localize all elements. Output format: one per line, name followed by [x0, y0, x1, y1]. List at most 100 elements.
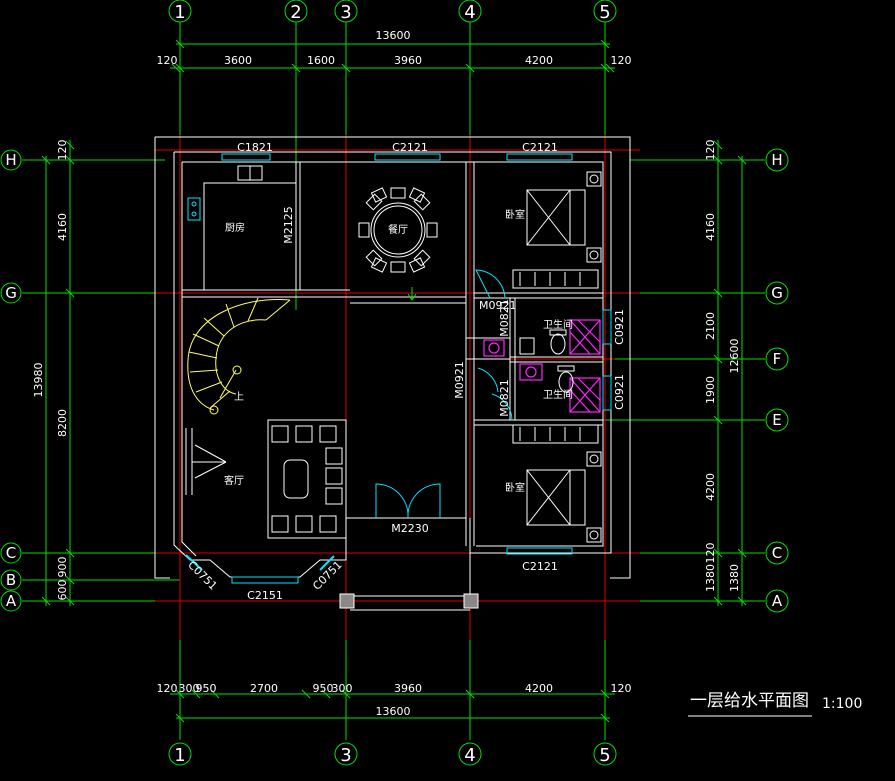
window-bay-front — [231, 576, 299, 584]
top-dim-seg-2: 1600 — [307, 54, 335, 67]
axis-bubble-bottom-1: 1 — [168, 742, 192, 766]
right-dim-seg-5: 120 — [704, 543, 717, 564]
left-dim-seg-3: 900 — [56, 557, 69, 578]
bottom-dim-seg-1: 300 — [179, 682, 200, 695]
wardrobe-north — [512, 269, 599, 289]
svg-text:G: G — [5, 284, 17, 302]
axis-bubble-top-1: 1 — [168, 0, 192, 23]
column-porch-right — [463, 593, 479, 609]
door-entrance-right — [407, 483, 441, 519]
stove-icon — [187, 197, 201, 221]
riser-marker — [407, 287, 417, 301]
axis-bubble-left-A: A — [0, 590, 22, 612]
sofa-set — [267, 419, 347, 539]
axis-bubble-top-2: 2 — [284, 0, 308, 23]
columns — [339, 593, 479, 609]
window-bedroom-north — [506, 153, 573, 161]
door-bath-lower-b — [491, 393, 513, 421]
svg-text:H: H — [771, 151, 782, 169]
svg-text:1: 1 — [174, 745, 185, 766]
axis-bubble-bottom-3: 3 — [334, 742, 358, 766]
left-dim-seg-2: 8200 — [56, 409, 69, 437]
title-scale: 1:100 — [822, 696, 862, 712]
window-bath-upper — [602, 309, 612, 345]
svg-text:E: E — [772, 411, 781, 429]
bottom-dim-total: 13600 — [376, 705, 411, 718]
plumbing-fixtures — [483, 319, 601, 413]
shower-upper-icon — [569, 319, 601, 355]
right-dim-seg-4: 4200 — [704, 473, 717, 501]
svg-text:G: G — [771, 284, 783, 302]
axis-bubble-right-E: E — [765, 408, 789, 432]
svg-text:A: A — [772, 592, 783, 610]
label-door-entrance: M2230 — [391, 522, 429, 535]
window-bath-lower — [602, 375, 612, 411]
axis-bubble-top-5: 5 — [593, 0, 617, 23]
right-dim-seg-1: 4160 — [704, 213, 717, 241]
axis-bubble-bottom-5: 5 — [593, 742, 617, 766]
window-bedroom-south — [506, 547, 573, 555]
doors — [375, 269, 513, 519]
svg-text:C: C — [6, 544, 16, 562]
label-window-bedroom-north: C2121 — [522, 141, 558, 154]
toilet-lower-icon — [558, 371, 574, 393]
axis-bubble-right-F: F — [765, 347, 789, 371]
left-dim-seg-1: 4160 — [56, 213, 69, 241]
left-dim-total: 13980 — [32, 363, 45, 398]
right-dim-seg-7: 1380 — [728, 564, 741, 592]
basin-lower-icon — [519, 363, 543, 381]
kitchen-counter — [203, 182, 297, 291]
toilets — [519, 329, 575, 393]
label-window-bath-lower: C0921 — [613, 374, 626, 410]
room-label-kitchen: 厨房 — [225, 221, 245, 234]
stair-arrow — [219, 369, 237, 399]
door-bath-lower — [477, 367, 499, 393]
axis-bubble-top-3: 3 — [334, 0, 358, 23]
right-dim-seg-6: 1380 — [704, 564, 717, 592]
top-dim-seg-5: 120 — [611, 54, 632, 67]
label-door-hall-c: M0921 — [453, 361, 466, 399]
axis-bubble-left-C: C — [0, 542, 22, 564]
axis-bubbles-top: 1 2 3 4 5 — [168, 0, 617, 23]
entrance-porch — [345, 517, 471, 611]
room-label-bedroom-south: 卧室 — [505, 481, 525, 494]
right-dimensions — [713, 140, 747, 606]
bedroom-south-furniture — [512, 424, 602, 543]
window-kitchen — [221, 153, 271, 161]
svg-text:3: 3 — [340, 2, 351, 23]
red-lines — [155, 135, 640, 640]
room-label-living: 客厅 — [224, 474, 244, 487]
label-window-bath-upper: C0921 — [613, 309, 626, 345]
axis-bubble-left-B: B — [0, 569, 22, 591]
stair-outer-arc — [187, 299, 291, 411]
svg-text:H: H — [5, 151, 16, 169]
bed-south — [526, 469, 586, 526]
dining-table — [358, 187, 438, 273]
right-dim-seg-0: 120 — [704, 140, 717, 161]
svg-text:3: 3 — [340, 745, 351, 766]
door-entrance-left — [375, 483, 409, 519]
bottom-dim-seg-6: 3960 — [394, 682, 422, 695]
left-dimensions — [41, 140, 75, 606]
shower-lower-icon — [569, 377, 601, 413]
axis-grid — [22, 22, 765, 740]
door-bath-upper — [475, 269, 506, 299]
toilet-upper-icon — [550, 333, 566, 355]
bottom-dim-seg-0: 120 — [157, 682, 178, 695]
room-label-bath-lower: 卫生间 — [543, 388, 573, 401]
axis-bubbles-left: H G C B A — [0, 149, 22, 612]
top-dim-total: 13600 — [376, 29, 411, 42]
hall-cabinet — [465, 337, 511, 360]
right-dim-seg-3: 1900 — [704, 376, 717, 404]
svg-text:5: 5 — [599, 745, 610, 766]
label-door-hall-d: M0821 — [498, 379, 511, 417]
bottom-dim-seg-3: 2700 — [250, 682, 278, 695]
exterior-wall-inner — [181, 161, 604, 557]
label-door-hall-b: M0821 — [498, 299, 511, 337]
living-furniture — [185, 419, 347, 539]
axis-bubble-left-H: H — [0, 149, 22, 171]
axis-bubble-right-H: H — [765, 148, 789, 172]
bottom-dim-seg-5: 300 — [332, 682, 353, 695]
svg-text:A: A — [6, 592, 17, 610]
